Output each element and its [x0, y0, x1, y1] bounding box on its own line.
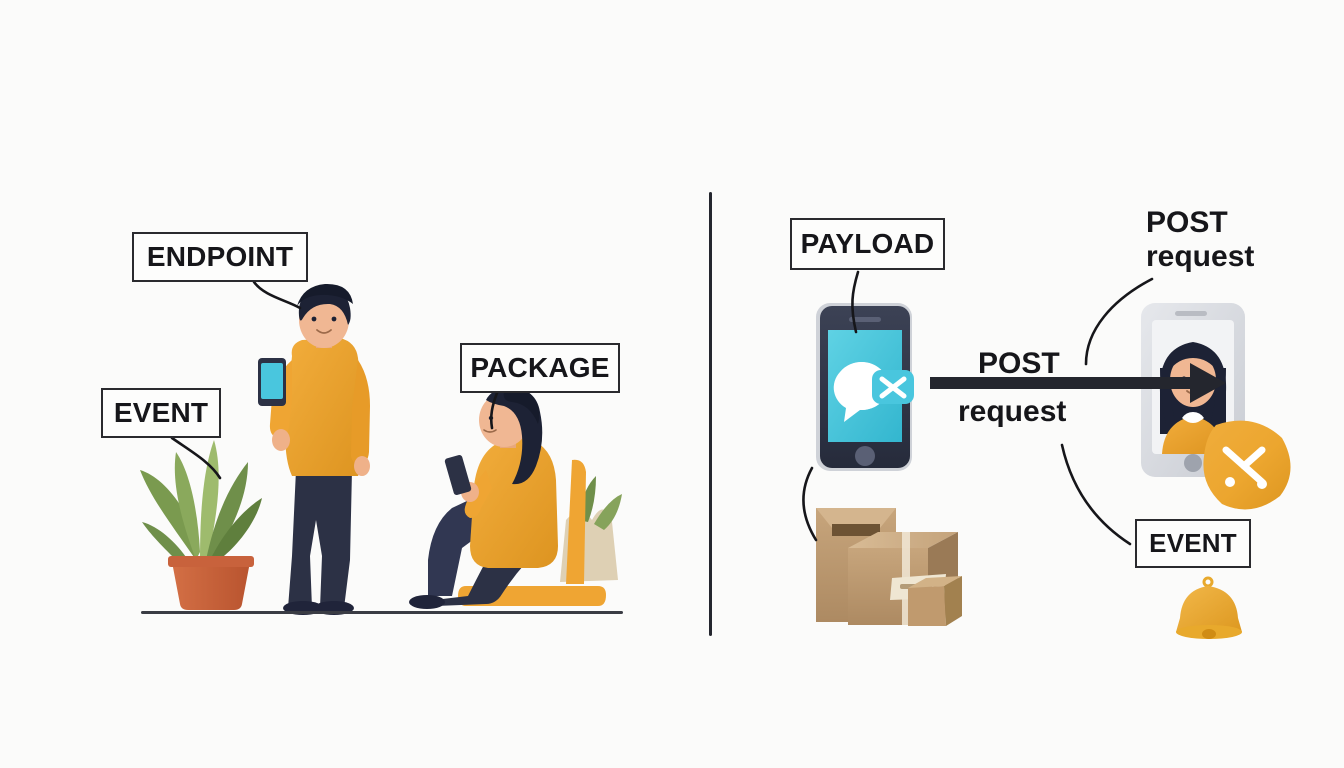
- label-box-package[interactable]: PACKAGE: [460, 343, 620, 393]
- label-text-event-left: EVENT: [113, 397, 209, 428]
- cardboard-boxes-illustration: [816, 508, 962, 626]
- connector-event-to-plant: [170, 436, 222, 480]
- connector-post-to-target: [1084, 277, 1154, 366]
- connector-package-to-woman: [489, 391, 499, 430]
- target-phone-illustration: [1141, 303, 1291, 510]
- post-request-top-label: POST request: [1146, 206, 1254, 273]
- post-request-arrow-line2-wrap: request: [958, 395, 1066, 429]
- standing-man-illustration: [258, 283, 370, 615]
- label-text-event-right: EVENT: [1149, 528, 1237, 558]
- connector-payload-to-phone: [851, 270, 860, 334]
- post-top-line1: POST: [1146, 206, 1228, 239]
- label-box-endpoint[interactable]: ENDPOINT: [132, 232, 308, 282]
- source-phone-illustration: [816, 303, 914, 471]
- potted-plant-illustration: [140, 440, 262, 610]
- post-request-arrow-line1-wrap: POST: [978, 347, 1060, 381]
- notification-bell-illustration: [1176, 576, 1242, 639]
- label-text-package: PACKAGE: [470, 352, 610, 383]
- ground-line: [141, 611, 623, 614]
- sitting-woman-illustration: [409, 388, 622, 609]
- panel-divider: [709, 192, 712, 636]
- label-box-event-left[interactable]: EVENT: [101, 388, 221, 438]
- connector-arrow-to-event: [1060, 443, 1132, 546]
- label-text-endpoint: ENDPOINT: [146, 241, 294, 272]
- label-box-event-right[interactable]: EVENT: [1135, 519, 1251, 568]
- label-text-payload: PAYLOAD: [800, 228, 935, 259]
- connector-endpoint-to-man: [252, 280, 302, 310]
- post-arrow-line1: POST: [978, 347, 1060, 380]
- label-box-payload[interactable]: PAYLOAD: [790, 218, 945, 270]
- connector-phone-to-boxes: [802, 466, 818, 542]
- post-top-line2: request: [1146, 239, 1255, 273]
- post-arrow-line2: request: [958, 395, 1067, 428]
